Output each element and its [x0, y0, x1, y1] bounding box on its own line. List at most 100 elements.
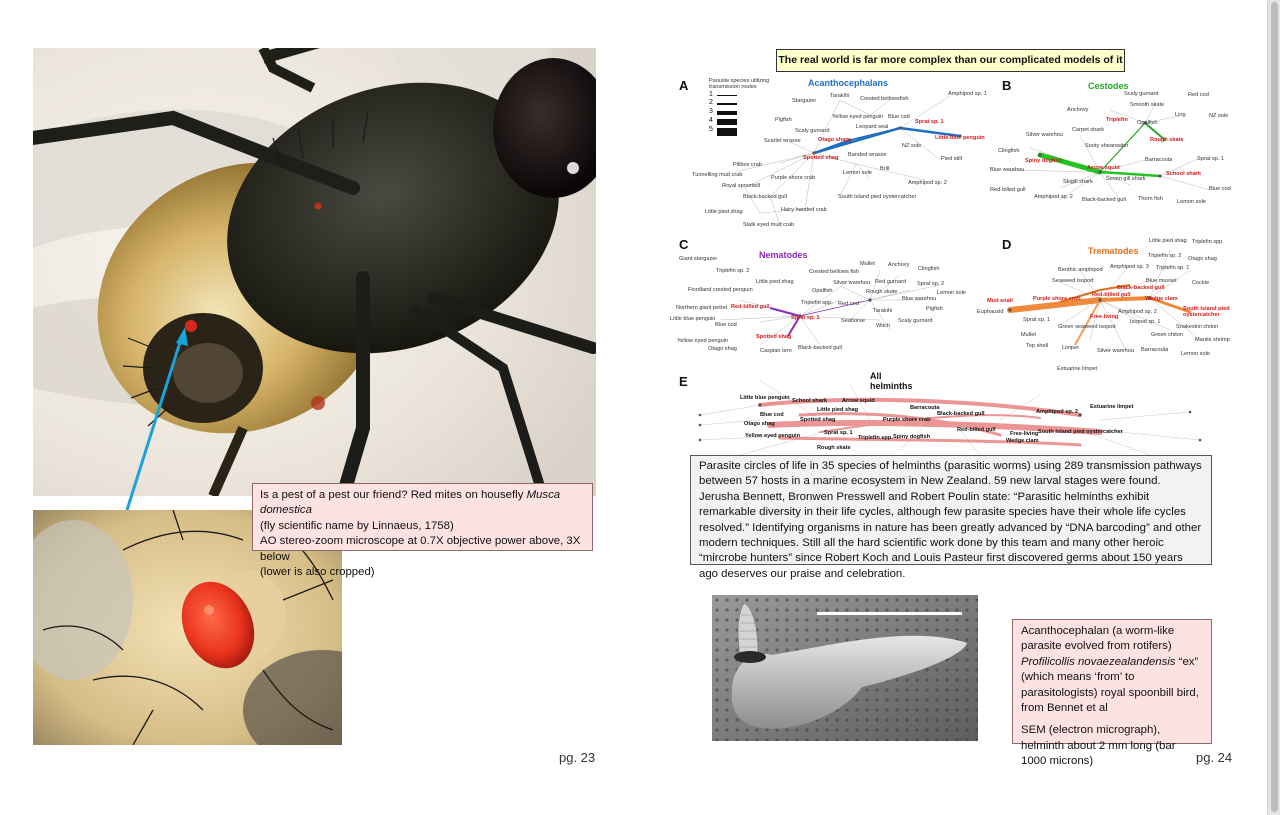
- node-label: Green seaweed isopod: [1058, 324, 1116, 330]
- node-label: Black-backed gull: [1082, 197, 1126, 203]
- node-label: Ling: [1175, 112, 1186, 118]
- node-label: Triplefin: [1106, 117, 1128, 123]
- node-label: NZ sole: [902, 143, 922, 149]
- node-label: Mullet: [1021, 332, 1036, 338]
- legend-num-2: 2: [709, 99, 713, 106]
- node-label: South Island pied oystercatcher: [1038, 429, 1123, 435]
- node-label: Sprat sp. 1: [824, 430, 853, 436]
- legend-bar-3: [717, 111, 737, 115]
- node-label: Lemon sole: [843, 170, 872, 176]
- node-label: Crested bellowsfish: [860, 96, 909, 102]
- left-page: Is a pest of a pest our friend? Red mite…: [33, 48, 596, 765]
- node-label: Estuarine limpet: [1057, 366, 1098, 372]
- node-label: Giant stargazer: [679, 256, 718, 262]
- fly-caption-line3: AO stereo-zoom microscope at 0.7X object…: [260, 535, 581, 563]
- node-label: Otago shag: [708, 346, 737, 352]
- node-label: Yellow eyed penguin: [677, 338, 729, 344]
- legend-bar-2: [717, 103, 737, 105]
- vertical-scrollbar[interactable]: [1267, 0, 1280, 815]
- node-label: NZ sole: [1209, 113, 1229, 119]
- node-label: Triplefin spp.: [858, 435, 893, 441]
- node-label: Benthic amphipod: [1058, 267, 1103, 273]
- fly-caption-box: Is a pest of a pest our friend? Red mite…: [252, 483, 593, 578]
- panel-d-title: Trematodes: [1088, 246, 1139, 256]
- node-label: Otago shag: [1188, 256, 1217, 262]
- node-label: Spotted shag: [803, 155, 839, 161]
- node-label: Otago shag: [744, 421, 775, 427]
- node-label: Arrow squid: [1087, 165, 1120, 171]
- panel-e-letter: E: [679, 374, 688, 389]
- node-label: Triplefin spp.: [801, 300, 833, 306]
- node-label: Spiny dogfish: [893, 434, 930, 440]
- node-label: Stargazer: [792, 98, 817, 104]
- housefly-photo: [33, 48, 596, 496]
- node-label: Arrow squid: [842, 398, 875, 404]
- node-label: Sprat sp. 1: [915, 119, 944, 125]
- node-label: Triplefin spp.: [1192, 239, 1224, 245]
- node-label: Brill: [880, 166, 890, 172]
- node-label: Amphipod sp. 2: [1036, 409, 1078, 415]
- node-label: Smooth skate: [1130, 102, 1165, 108]
- node-label: Lemon sole: [937, 290, 966, 296]
- node-label: Purple shore crab: [883, 417, 931, 423]
- node-label: Green chiton: [1151, 332, 1184, 338]
- scrollbar-thumb[interactable]: [1271, 2, 1278, 812]
- panel-b-letter: B: [1002, 78, 1012, 93]
- node-label: Red-billed gull: [990, 187, 1026, 193]
- node-label: Amphipod sp. 3: [1110, 264, 1149, 270]
- helminth-network-caption: Parasite circles of life in 35 species o…: [690, 455, 1212, 580]
- node-label: Opalfish: [1137, 120, 1158, 126]
- node-label: Mantis shrimp: [1195, 337, 1230, 343]
- node-label: Banded wrasse: [848, 152, 887, 158]
- node-label: Little blue penguin: [740, 395, 790, 401]
- node-label: Seaweed isopod: [1052, 278, 1094, 284]
- node-label: Skigill shark: [1063, 179, 1093, 185]
- acanth-species-name: Profilicollis novaezealandensis: [1021, 655, 1176, 668]
- node-label: Blue cod: [715, 322, 737, 328]
- panel-b-title: Cestodes: [1088, 81, 1129, 91]
- node-label: Triplefin sp. 1: [1156, 265, 1190, 271]
- node-label: Scaly gurnard: [795, 128, 830, 134]
- node-label: Clingfish: [998, 148, 1020, 154]
- node-label: Wedge clam: [1145, 296, 1178, 302]
- legend-num-1: 1: [709, 91, 713, 98]
- node-label: Caspian tern: [760, 348, 792, 354]
- node-label: Anchovy: [888, 262, 910, 268]
- node-label: Sprat sp. 1: [1197, 156, 1225, 162]
- acanthocephalan-sem-photo: [712, 595, 978, 741]
- node-label: Blue warehou: [902, 296, 937, 302]
- node-label: Seahorse: [841, 318, 865, 324]
- panel-c-letter: C: [679, 237, 689, 252]
- node-label: Free-living: [1090, 314, 1119, 320]
- page-number-right: pg. 24: [1196, 750, 1233, 765]
- node-label: Triplefin sp. 2: [716, 268, 750, 274]
- node-label: Rough skate: [817, 445, 851, 451]
- node-label: Sprat sp. 2: [917, 281, 945, 287]
- fly-caption-line1: Is a pest of a pest our friend? Red mite…: [260, 489, 527, 501]
- node-label: Carpet shark: [1072, 127, 1105, 133]
- node-label: Blue cod: [888, 114, 910, 120]
- node-label: Blue cod: [1209, 186, 1231, 192]
- node-label: Blue warehou: [990, 167, 1025, 173]
- panel-a-legend-title: Parasite species utilizing transmission …: [709, 78, 770, 90]
- node-label: Little pied shag: [756, 279, 794, 285]
- node-label: Silver warehou: [833, 280, 870, 286]
- figure-title: The real world is far more complex than …: [776, 49, 1125, 72]
- legend-num-4: 4: [709, 117, 713, 124]
- node-label: Red gurnard: [875, 279, 907, 285]
- node-label: Amphipod sp. 1: [948, 91, 987, 97]
- node-label: Spotted shag: [756, 334, 792, 340]
- node-label: Pied stilt: [941, 156, 963, 162]
- pointer-arrow: [125, 327, 188, 511]
- node-label: Scarlet wrasse: [764, 138, 801, 144]
- acanth-caption-suffix: “ex” (which means ‘from’ to parasitologi…: [1021, 655, 1199, 715]
- node-label: Barracouta: [910, 405, 940, 411]
- node-label: Spotted shag: [800, 417, 836, 423]
- node-label: Sprat sp. 1: [791, 315, 820, 321]
- node-label: Wedge clam: [1006, 438, 1039, 444]
- node-label: Red-billed gull: [957, 427, 996, 433]
- node-label: Limpet: [1062, 345, 1079, 351]
- node-label: Little blue penguin: [670, 316, 716, 322]
- node-label: Royal spoonbill: [722, 183, 760, 189]
